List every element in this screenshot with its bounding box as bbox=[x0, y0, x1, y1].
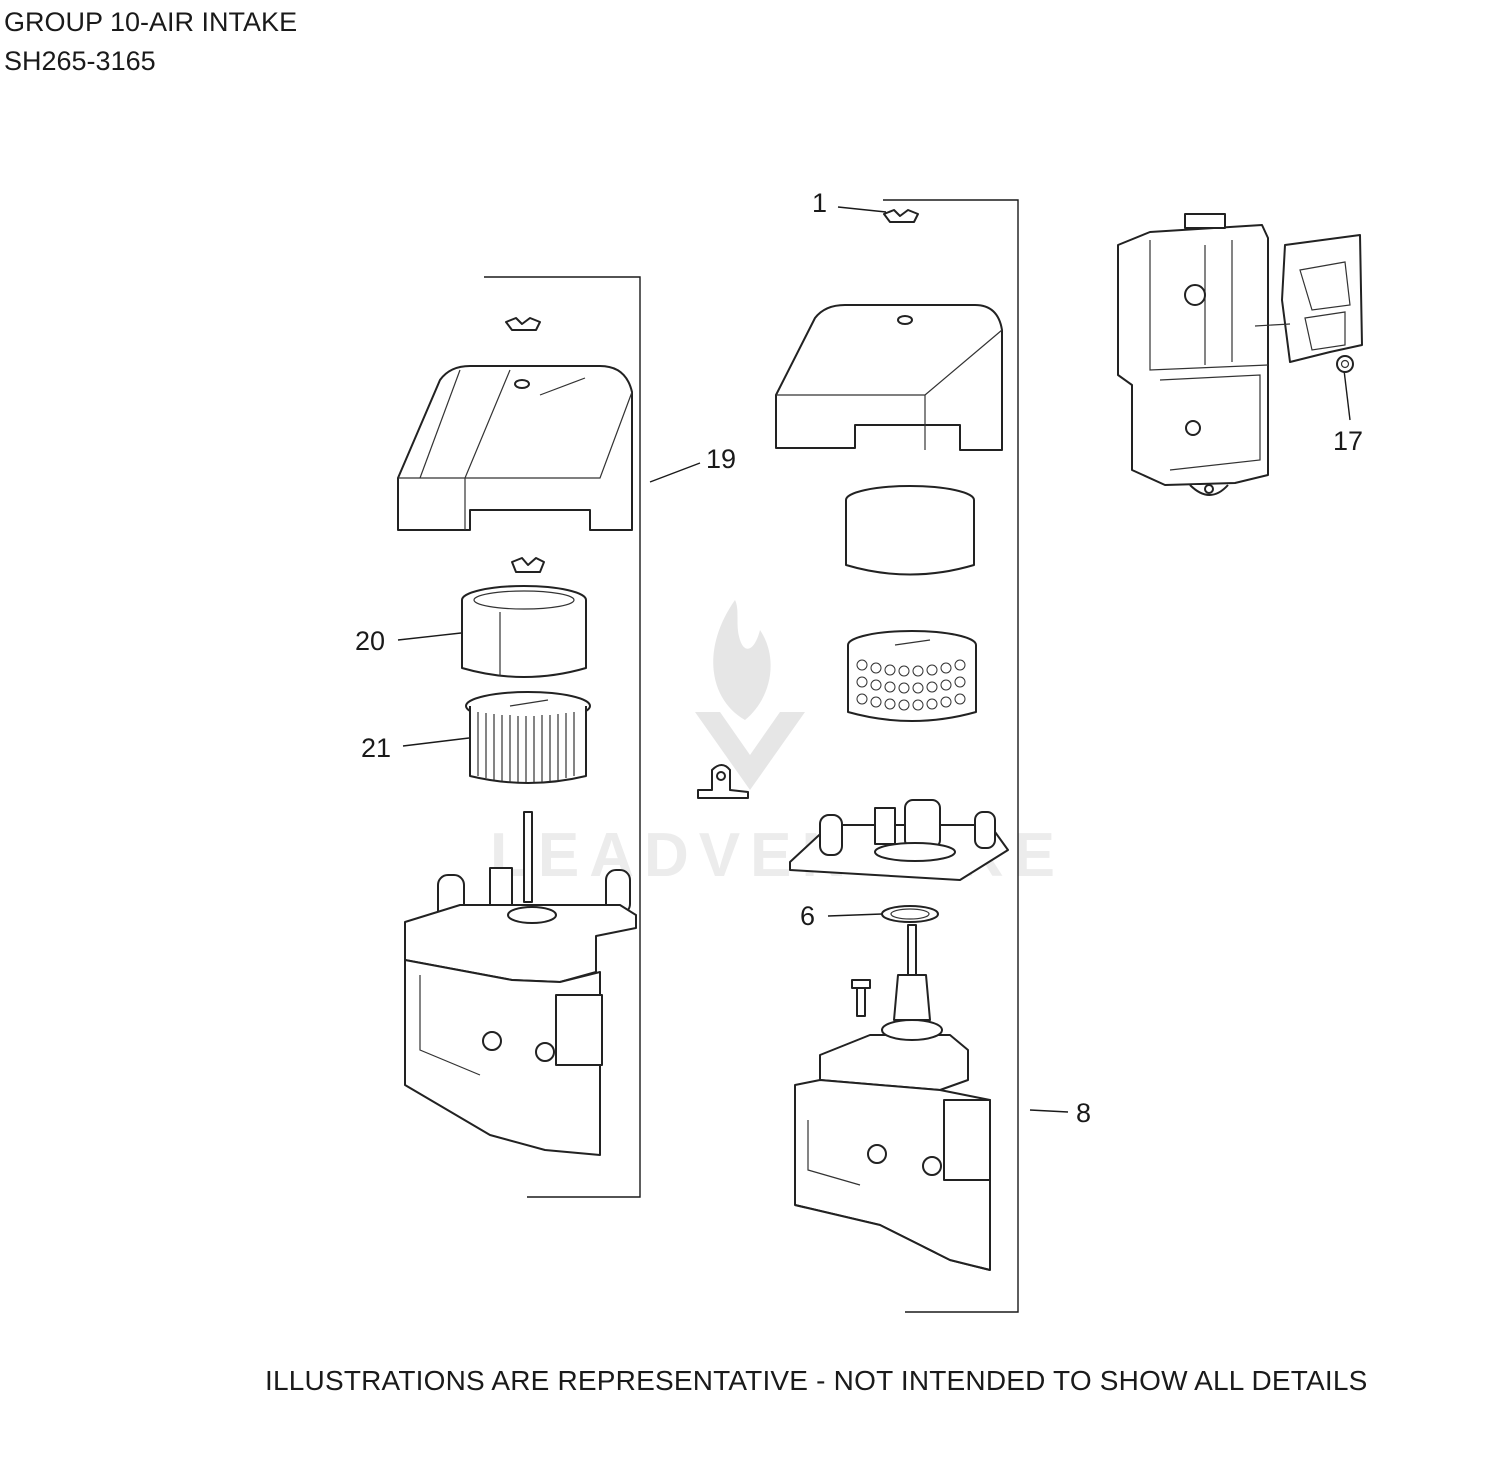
bracket-19 bbox=[484, 276, 641, 1198]
left-wing-nut-top bbox=[505, 317, 541, 331]
nut-17 bbox=[1336, 355, 1354, 373]
left-air-cleaner-cover bbox=[397, 365, 633, 531]
middle-base-plate bbox=[789, 799, 1009, 881]
left-air-cleaner-base bbox=[404, 811, 637, 1156]
middle-pre-filter bbox=[845, 485, 975, 576]
air-box-gasket bbox=[1254, 234, 1363, 363]
leader-19 bbox=[649, 462, 701, 483]
bracket-clip bbox=[697, 764, 749, 799]
callout-20: 20 bbox=[355, 626, 385, 656]
diagram-group-title: GROUP 10-AIR INTAKE bbox=[4, 7, 298, 37]
middle-filter-element bbox=[847, 630, 977, 722]
leader-8 bbox=[1029, 1109, 1069, 1113]
leader-21 bbox=[402, 737, 470, 747]
callout-6: 6 bbox=[800, 901, 815, 931]
leader-17 bbox=[1343, 369, 1351, 421]
left-wing-nut-lower bbox=[511, 557, 545, 573]
pre-filter-20 bbox=[461, 585, 587, 678]
callout-8: 8 bbox=[1076, 1098, 1091, 1128]
bolt bbox=[851, 979, 871, 1017]
middle-air-cleaner-base bbox=[794, 924, 991, 1271]
middle-air-cleaner-cover bbox=[775, 304, 1003, 451]
filter-element-21 bbox=[465, 691, 591, 784]
callout-21: 21 bbox=[361, 733, 391, 763]
diagram-model-number: SH265-3165 bbox=[4, 46, 156, 76]
disclaimer-footer: ILLUSTRATIONS ARE REPRESENTATIVE - NOT I… bbox=[265, 1365, 1368, 1396]
callout-19: 19 bbox=[706, 444, 736, 474]
callout-17: 17 bbox=[1333, 426, 1363, 456]
leader-6 bbox=[827, 913, 883, 917]
callout-1: 1 bbox=[812, 188, 827, 218]
leader-20 bbox=[397, 632, 462, 641]
middle-wing-nut-1 bbox=[883, 209, 919, 223]
bracket-8 bbox=[883, 199, 1019, 1313]
gasket-6 bbox=[881, 905, 939, 923]
leader-1 bbox=[837, 206, 887, 213]
air-box-housing bbox=[1117, 213, 1269, 496]
